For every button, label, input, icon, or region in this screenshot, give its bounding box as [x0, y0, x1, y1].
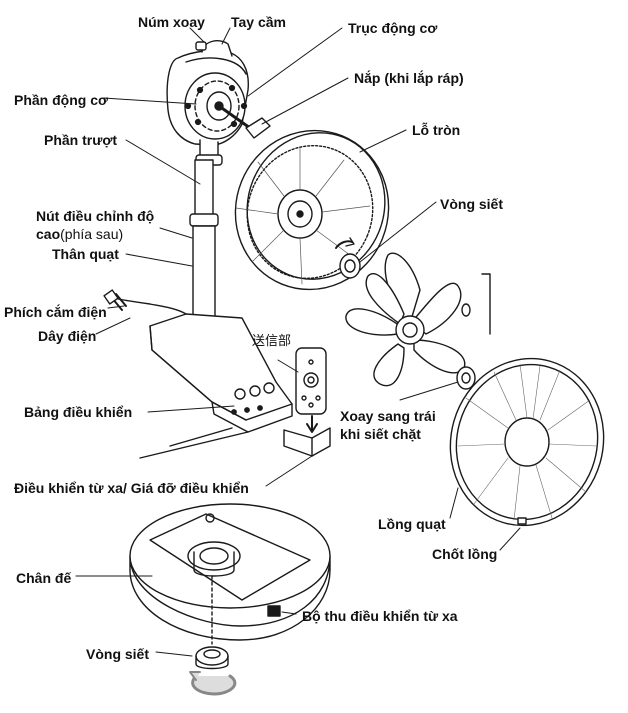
- lock-ring-top: [335, 237, 361, 279]
- lock-ring-bottom: [195, 646, 229, 670]
- label-nut-dieu-chinh-cao: cao: [36, 226, 61, 242]
- label-vong-siet-top: Vòng siết: [440, 196, 504, 212]
- label-lo-tron: Lỗ tròn: [412, 122, 461, 138]
- lock-ring-middle: [456, 366, 476, 390]
- label-nut-dieu-chinh-sub: (phía sau): [60, 226, 124, 242]
- label-day-dien: Dây điện: [38, 328, 97, 344]
- label-xoay-sang-trai-2: khi siết chặt: [340, 426, 421, 442]
- base-disc: [129, 503, 331, 641]
- label-bang-dieu-khien: Bảng điều khiển: [24, 404, 133, 420]
- cap-piece: [245, 117, 271, 139]
- label-tay-cam: Tay cầm: [231, 14, 286, 30]
- label-than-quat: Thân quạt: [52, 246, 119, 262]
- label-chot-long: Chốt lồng: [432, 546, 498, 562]
- label-phan-truot: Phần trượt: [44, 132, 117, 148]
- label-dieu-khien-tu-xa: Điều khiển từ xa/ Giá đỡ điều khiển: [14, 480, 249, 496]
- motor-shaft: [217, 104, 252, 130]
- label-jp-transmitter: 送信部: [252, 334, 292, 349]
- label-phich-cam: Phích cắm điện: [4, 304, 107, 320]
- label-truc-dong-co: Trục động cơ: [348, 20, 438, 36]
- remote-holder: [283, 427, 331, 457]
- label-nut-dieu-chinh-line1: Nút điều chỉnh độ: [36, 208, 155, 224]
- motor-housing: [166, 40, 249, 166]
- label-long-quat: Lồng quạt: [378, 516, 446, 532]
- body-base: [149, 313, 293, 433]
- rear-guard: [234, 129, 390, 291]
- label-vong-siet-bottom: Vòng siết: [86, 646, 150, 662]
- power-cord: [113, 297, 187, 315]
- label-xoay-sang-trai-1: Xoay sang trái: [340, 408, 436, 424]
- power-plug: [103, 289, 119, 305]
- label-nap: Nắp (khi lắp ráp): [354, 70, 464, 86]
- label-nut-dieu-chinh-line2: cao(phía sau): [36, 226, 123, 242]
- label-bo-thu: Bộ thu điều khiển từ xa: [302, 608, 458, 624]
- label-num-xoay: Núm xoay: [138, 14, 205, 30]
- remote-receiver-window: [267, 605, 281, 617]
- rotation-arrow-icon: [189, 671, 237, 696]
- label-chan-de: Chân đế: [16, 570, 72, 586]
- fan-blade: [345, 252, 466, 387]
- cage-pin: [517, 517, 527, 525]
- remote-control: [295, 347, 327, 415]
- label-phan-dong-co: Phần động cơ: [14, 92, 108, 108]
